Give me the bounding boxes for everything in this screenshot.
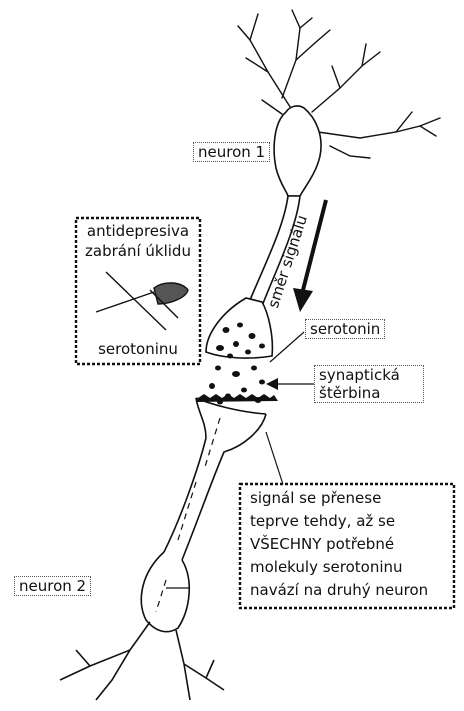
synaptic-cleft-label: synaptická štěrbina (314, 365, 424, 403)
signal-box-line: navází na druhý neuron (250, 581, 428, 599)
synaptic-cleft-line-1: synaptická (319, 366, 419, 384)
neuron-2-body (60, 398, 266, 700)
neuron-2-signal-path (156, 418, 220, 612)
presynaptic-terminal (206, 298, 272, 359)
signal-box-line: molekuly serotoninu (250, 558, 403, 576)
signal-box-line: VŠECHNY potřebné (250, 535, 394, 553)
signal-box-line: signál se přenese (250, 489, 381, 507)
antidepressant-line-2: zabrání úklidu (76, 242, 200, 260)
antidepressant-box: antidepresiva zabrání úklidu serotoninu (76, 218, 200, 364)
serotonin-label: serotonin (305, 319, 385, 339)
neuron-2-label: neuron 2 (14, 576, 91, 596)
antidepressant-line-3: serotoninu (76, 340, 200, 358)
neuron-1-label: neuron 1 (193, 142, 270, 162)
antidepressant-line-1: antidepresiva (76, 222, 200, 240)
signal-box-line: teprve tehdy, až se (250, 512, 395, 530)
receptor-row (196, 394, 278, 402)
signal-transfer-box: signál se přenese teprve tehdy, až se VŠ… (240, 484, 454, 608)
synaptic-cleft-line-2: štěrbina (319, 384, 419, 402)
neuron-1-dendrites (238, 10, 440, 158)
